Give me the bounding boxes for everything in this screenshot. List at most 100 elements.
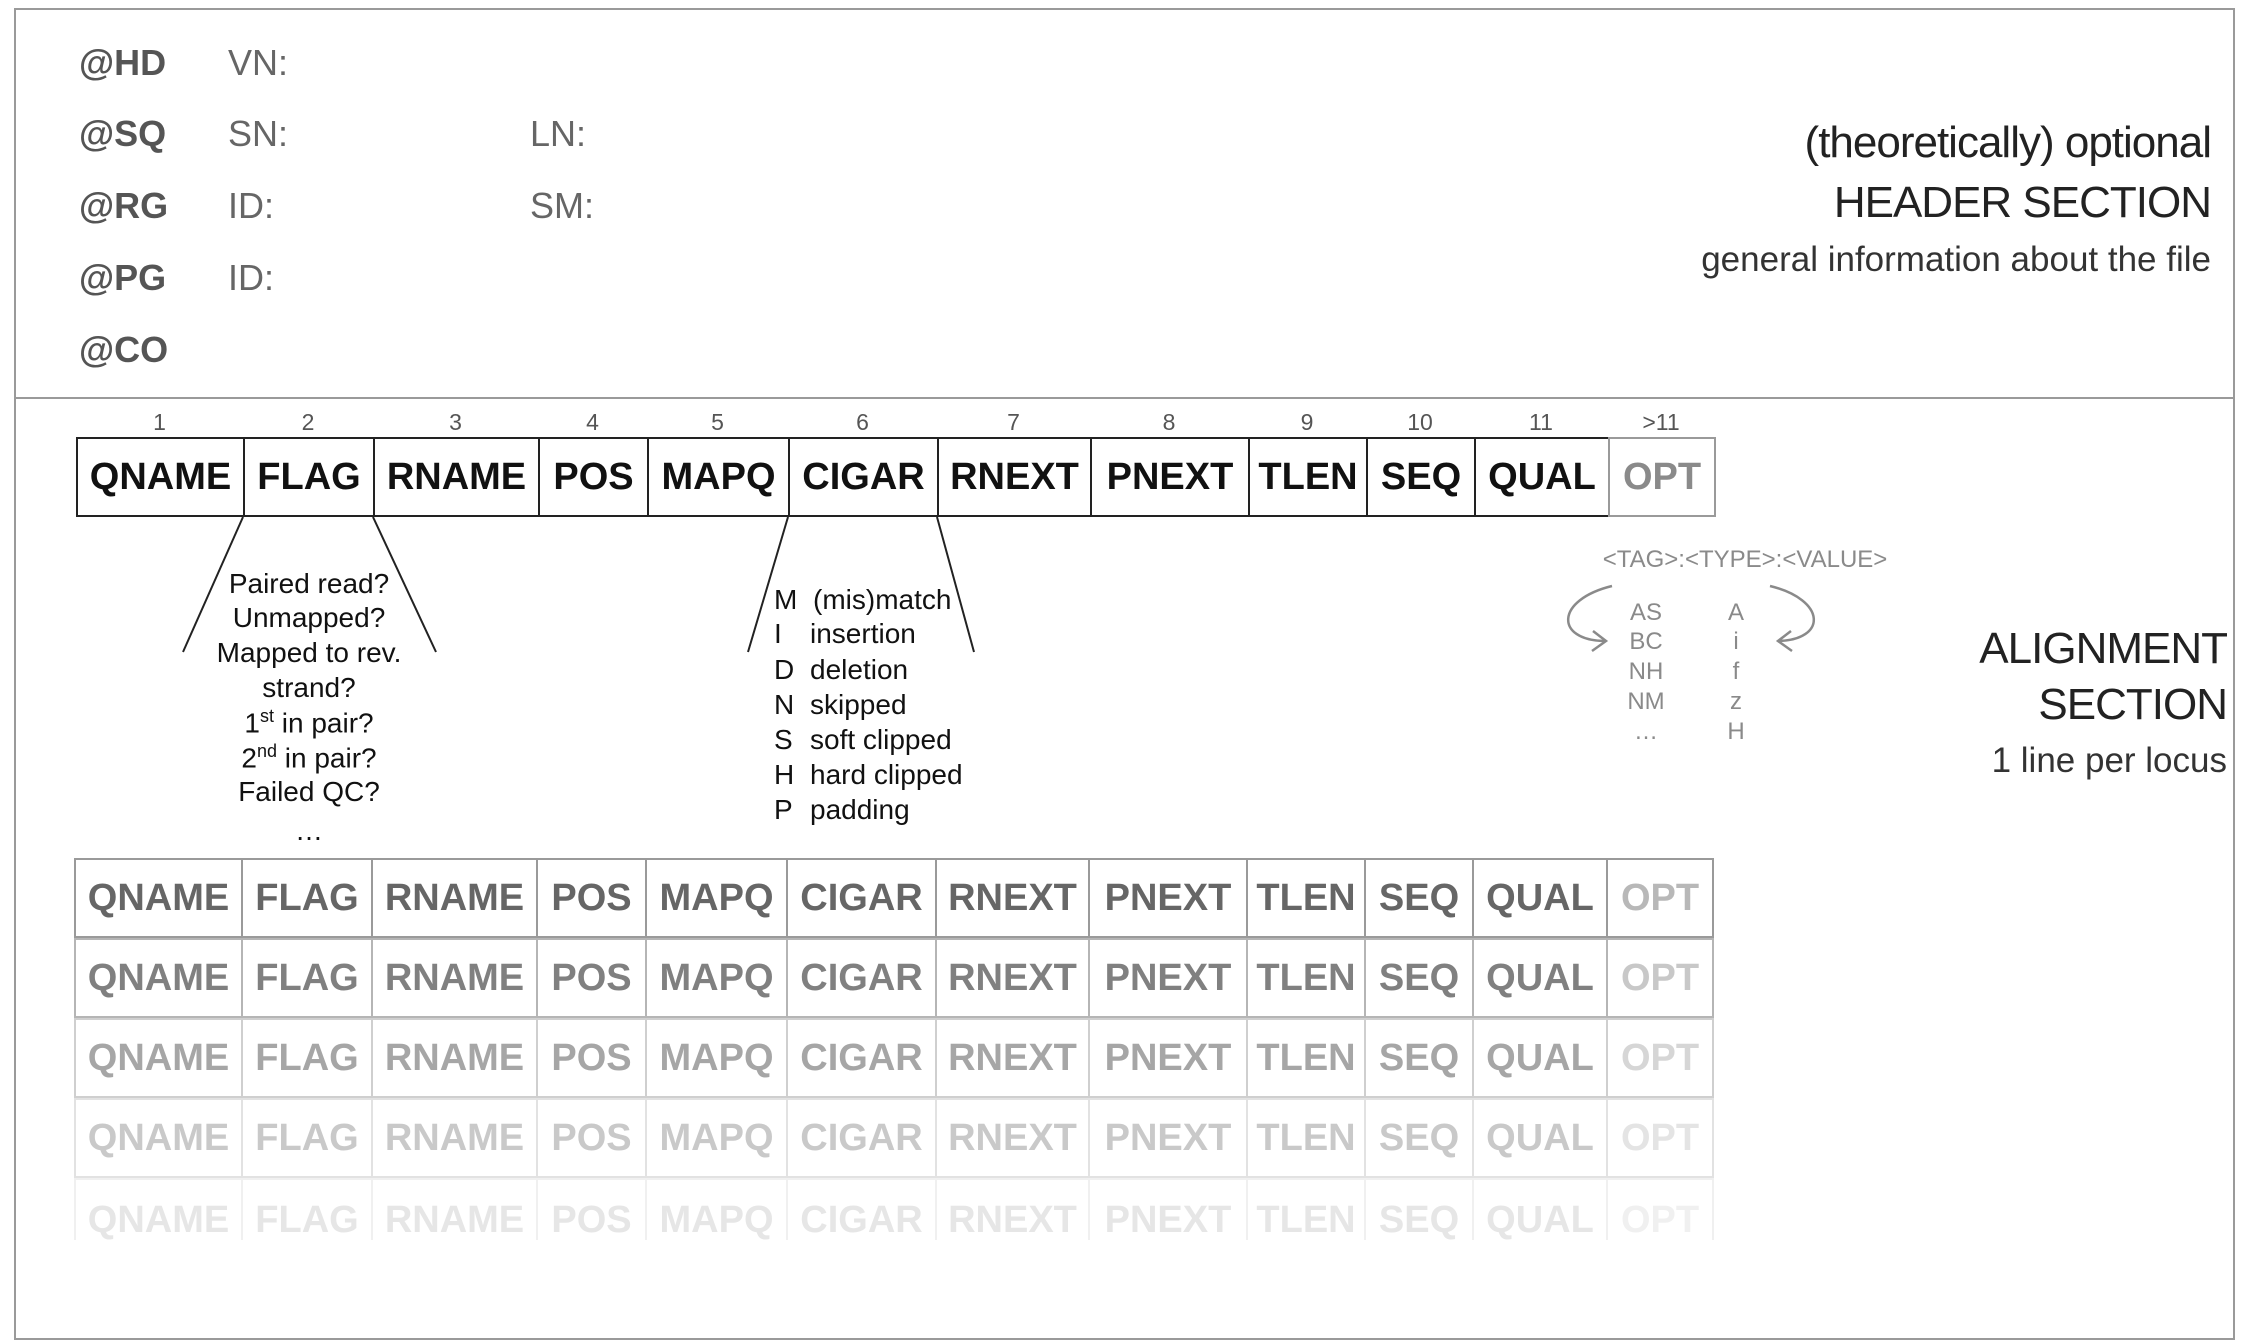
cigar-op-meaning: skipped [810,689,907,720]
record-cell-mapq: MAPQ [645,1018,788,1098]
record-cell-flag: FLAG [241,1178,373,1240]
column-cigar: CIGAR [788,437,939,517]
record-cell-tlen: TLEN [1246,938,1366,1018]
record-cell-mapq: MAPQ [645,938,788,1018]
column-pos: POS [538,437,649,517]
record-cell-rnext: RNEXT [935,1178,1090,1240]
opt-tag: … [1634,718,1658,745]
record-cell-qual: QUAL [1472,1018,1608,1098]
record-cell-opt: OPT [1606,938,1714,1018]
column-seq: SEQ [1366,437,1476,517]
column-qual: QUAL [1474,437,1610,517]
flag-info-item: … [295,815,323,846]
record-cell-mapq: MAPQ [645,858,788,938]
record-cell-qual: QUAL [1472,1098,1608,1178]
header-field: ID: [228,257,275,298]
record-cell-tlen: TLEN [1246,1178,1366,1240]
cigar-op-meaning: deletion [810,654,909,685]
column-number: 9 [1300,409,1314,435]
record-cell-qual: QUAL [1472,858,1608,938]
header-field: VN: [228,42,289,83]
record-cell-flag: FLAG [241,938,373,1018]
record-cell-qname: QNAME [74,1098,243,1178]
alignment-desc-title-line1: ALIGNMENT [1979,624,2228,673]
record-cell-pnext: PNEXT [1088,938,1248,1018]
record-cell-opt: OPT [1606,1018,1714,1098]
alignment-desc-title-line2: SECTION [2038,680,2228,729]
record-cell-mapq: MAPQ [645,1098,788,1178]
record-cell-rname: RNAME [371,1098,538,1178]
opt-tag: AS [1629,599,1663,626]
ordinal-suffix: nd [256,741,277,761]
record-cell-pos: POS [536,1178,647,1240]
opt-type: H [1727,718,1745,745]
record-cell-qname: QNAME [74,858,243,938]
header-field: ID: [228,185,275,226]
record-cell-opt: OPT [1606,1178,1714,1240]
record-cell-seq: SEQ [1364,938,1474,1018]
header-tag: @HD [79,42,167,83]
record-cell-rnext: RNEXT [935,938,1090,1018]
header-desc-title: HEADER SECTION [1833,178,2212,227]
column-number: 5 [711,409,724,435]
record-cell-cigar: CIGAR [786,1098,937,1178]
column-rname: RNAME [373,437,540,517]
cigar-op-meaning: hard clipped [810,759,963,790]
cigar-op-meaning: (mis)match [813,584,952,615]
record-cell-rname: RNAME [371,1178,538,1240]
column-flag: FLAG [243,437,375,517]
column-number: 1 [153,409,166,435]
column-pnext: PNEXT [1090,437,1250,517]
record-cell-mapq: MAPQ [645,1178,788,1240]
opt-format: <TAG>:<TYPE>:<VALUE> [1602,546,1888,573]
record-cell-rname: RNAME [371,858,538,938]
column-number: 10 [1407,409,1433,435]
opt-type-arrow [1769,584,1815,643]
flag-info-item: Mapped to rev. [216,637,402,668]
record-cell-tlen: TLEN [1246,858,1366,938]
opt-tag: NH [1628,658,1664,685]
record-cell-opt: OPT [1606,1098,1714,1178]
record-cell-qual: QUAL [1472,938,1608,1018]
flag-info-item: 1st in pair? [244,706,374,739]
flag-info-item: Unmapped? [232,602,386,633]
flag-info-item: Failed QC? [238,776,380,807]
record-cell-qual: QUAL [1472,1178,1608,1240]
record-cell-rnext: RNEXT [935,858,1090,938]
record-cell-pos: POS [536,1018,647,1098]
record-cell-qname: QNAME [74,938,243,1018]
cigar-connector-left [747,516,789,653]
opt-type: z [1730,688,1742,715]
ordinal-suffix: st [259,706,274,726]
record-cell-tlen: TLEN [1246,1098,1366,1178]
record-cell-opt: OPT [1606,858,1714,938]
alignment-desc-subtitle: 1 line per locus [1991,741,2227,780]
flag-info-item: strand? [262,672,356,703]
opt-type: f [1732,658,1740,685]
cigar-op-meaning: soft clipped [810,724,952,755]
opt-tag: BC [1629,628,1663,655]
column-number: 8 [1162,409,1176,435]
header-tag: @CO [79,329,169,370]
record-cell-pos: POS [536,1098,647,1178]
column-number: 2 [301,409,315,435]
flag-connector-right [372,516,437,653]
record-cell-flag: FLAG [241,858,373,938]
outer-frame [14,8,2235,1340]
record-cell-pnext: PNEXT [1088,1178,1248,1240]
header-field: SM: [530,185,595,226]
record-cell-cigar: CIGAR [786,1178,937,1240]
header-desc-line1: (theoretically) optional [1804,118,2212,167]
record-cell-rname: RNAME [371,1018,538,1098]
cigar-op-code: N [774,689,795,720]
column-number: 7 [1007,409,1020,435]
record-cell-flag: FLAG [241,1098,373,1178]
column-number: 4 [586,409,599,435]
opt-tag-arrow [1567,584,1613,643]
cigar-op-code: D [774,654,795,685]
record-cell-pos: POS [536,858,647,938]
column-opt: OPT [1608,437,1716,517]
column-tlen: TLEN [1248,437,1368,517]
